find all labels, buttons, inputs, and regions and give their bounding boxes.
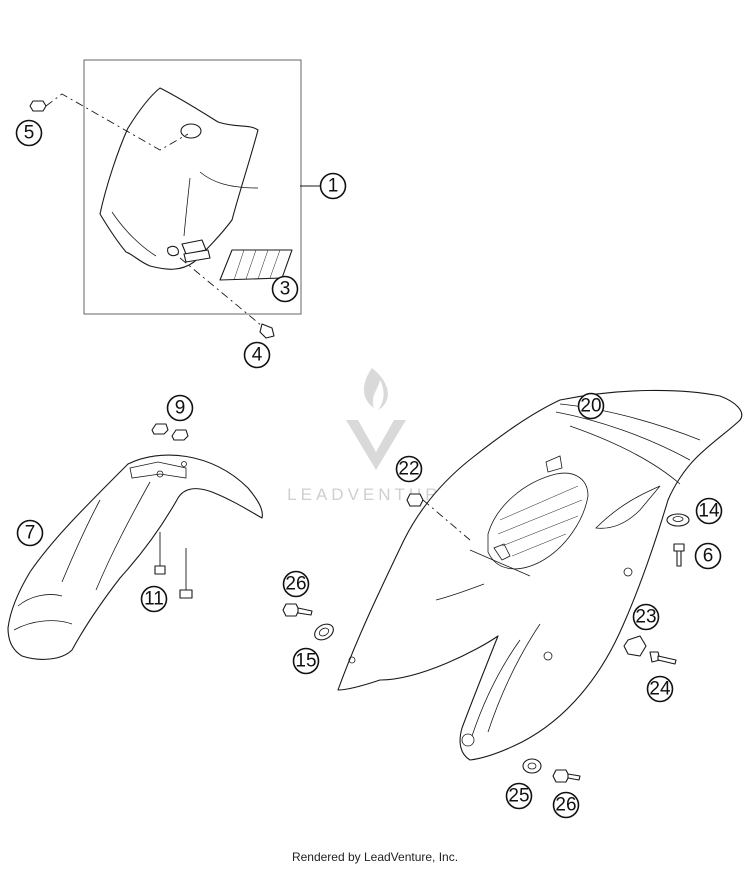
callout-14: 14 (695, 497, 723, 525)
callout-1: 1 (319, 172, 347, 200)
callout-11: 11 (140, 585, 168, 613)
callout-25: 25 (505, 782, 533, 810)
svg-text:11: 11 (144, 589, 164, 610)
callout-9: 9 (166, 394, 194, 422)
svg-text:14: 14 (698, 501, 720, 522)
svg-text:20: 20 (580, 396, 601, 417)
svg-text:24: 24 (649, 679, 671, 700)
watermark-logo (346, 368, 406, 470)
screw-5 (29, 93, 189, 151)
svg-text:9: 9 (175, 398, 186, 419)
callout-26-left: 26 (282, 570, 310, 598)
callout-3: 3 (271, 275, 299, 303)
svg-text:15: 15 (295, 651, 316, 672)
decal (219, 249, 293, 281)
callout-6: 6 (694, 542, 722, 570)
svg-text:4: 4 (252, 345, 263, 366)
callout-15: 15 (292, 647, 320, 675)
rear-fender (337, 389, 743, 761)
svg-text:22: 22 (398, 459, 419, 480)
callout-5: 5 (15, 119, 43, 147)
svg-text:3: 3 (280, 279, 291, 300)
callout-22: 22 (395, 455, 423, 483)
svg-text:26: 26 (555, 795, 576, 816)
screw-4 (179, 257, 275, 339)
washers-9 (151, 423, 189, 441)
callout-4: 4 (243, 341, 271, 369)
callout-7: 7 (16, 519, 44, 547)
svg-text:6: 6 (703, 546, 714, 567)
svg-text:1: 1 (328, 176, 339, 197)
screw-6 (673, 543, 685, 567)
nut-23 (623, 635, 647, 657)
svg-text:5: 5 (24, 123, 35, 144)
bolts-11 (154, 532, 193, 599)
svg-text:25: 25 (508, 786, 529, 807)
number-plate (99, 87, 259, 270)
number-plate-group-frame (83, 59, 302, 315)
svg-text:26: 26 (285, 574, 306, 595)
washer-25 (522, 758, 542, 774)
nut-22 (406, 493, 471, 541)
front-fender (7, 454, 263, 660)
callout-20: 20 (577, 392, 605, 420)
svg-text:23: 23 (635, 607, 656, 628)
grommet-14 (666, 513, 690, 527)
callout-23: 23 (632, 603, 660, 631)
grommet-15 (314, 623, 334, 641)
footer-credit: Rendered by LeadVenture, Inc. (291, 850, 459, 864)
svg-text:7: 7 (25, 523, 36, 544)
bolt-24 (649, 651, 677, 665)
bolt-26-left (282, 603, 313, 617)
callout-24: 24 (646, 675, 674, 703)
bolt-26-right (552, 769, 581, 783)
callout-26-right: 26 (552, 791, 580, 819)
